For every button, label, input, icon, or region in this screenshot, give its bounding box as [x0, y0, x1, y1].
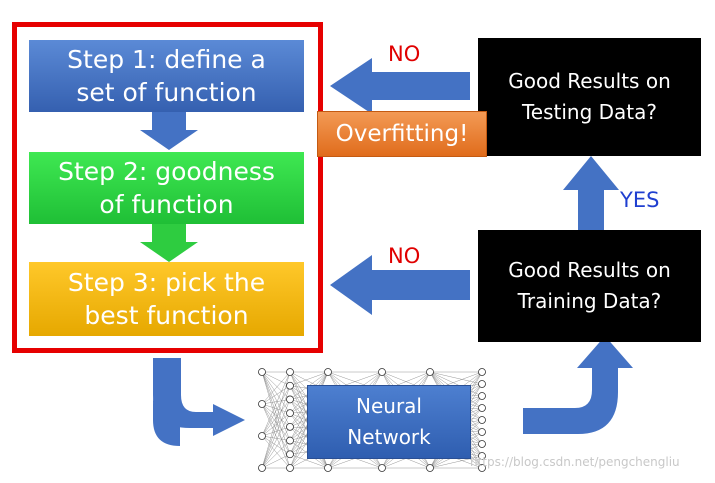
network-edge: [261, 412, 291, 437]
network-edge: [261, 385, 291, 437]
training-data-box: Good Results on Training Data?: [478, 230, 701, 342]
network-edge: [261, 413, 291, 469]
step1-label: Step 1: define a set of function: [67, 45, 266, 107]
network-node: [478, 368, 486, 376]
network-edge: [429, 371, 483, 385]
network-edge: [261, 371, 291, 455]
step3-label: Step 3: pick the best function: [67, 268, 266, 330]
arrow-step1-to-step2: [140, 112, 198, 150]
testing-data-label: Good Results on Testing Data?: [508, 69, 671, 124]
watermark: https://blog.csdn.net/pengchengliu: [470, 455, 680, 469]
network-node: [478, 404, 486, 412]
network-node: [286, 450, 294, 459]
neural-network-box: Neural Network: [307, 385, 471, 459]
network-edge: [261, 403, 291, 414]
network-edge: [261, 371, 291, 427]
step2-box: Step 2: goodness of function: [29, 152, 304, 224]
network-node: [378, 368, 386, 376]
network-node: [258, 464, 266, 472]
network-node: [426, 368, 434, 376]
network-edge: [261, 403, 291, 428]
neural-network-label: Neural Network: [347, 394, 431, 449]
network-edge: [261, 399, 291, 437]
no-label-top: NO: [388, 42, 421, 66]
steps-highlight-frame: [12, 22, 323, 353]
network-edge: [261, 371, 291, 437]
network-edge: [289, 454, 329, 469]
network-node: [286, 436, 294, 445]
network-node: [478, 392, 486, 400]
network-edge: [261, 371, 291, 414]
network-edge: [261, 403, 291, 469]
network-edge: [261, 426, 291, 437]
step3-box: Step 3: pick the best function: [29, 262, 304, 336]
network-node: [286, 422, 294, 431]
network-edge: [261, 435, 291, 469]
network-node: [478, 440, 486, 448]
step1-box: Step 1: define a set of function: [29, 40, 304, 112]
network-edge: [261, 426, 291, 469]
network-edge: [261, 454, 291, 469]
network-node: [286, 395, 294, 404]
yes-label: YES: [620, 188, 660, 212]
network-edge: [261, 403, 291, 441]
network-node: [324, 368, 332, 376]
network-node: [258, 432, 266, 440]
network-edge: [261, 440, 291, 469]
arrow-no-bottom: [330, 255, 470, 315]
training-data-label: Good Results on Training Data?: [508, 258, 671, 313]
network-edge: [261, 371, 291, 400]
network-edge: [261, 371, 291, 469]
network-node: [286, 464, 294, 472]
network-node: [286, 381, 294, 390]
network-edge: [261, 371, 291, 405]
testing-data-box: Good Results on Testing Data?: [478, 38, 701, 156]
network-edge: [261, 403, 291, 455]
network-node: [478, 452, 486, 460]
no-label-bottom: NO: [388, 244, 421, 268]
overfitting-badge: Overfitting!: [317, 111, 487, 157]
network-edge: [261, 435, 291, 441]
overfitting-label: Overfitting!: [335, 121, 469, 147]
network-edge: [261, 385, 291, 469]
network-node: [426, 464, 434, 472]
network-node: [478, 464, 486, 472]
network-edge: [261, 435, 291, 455]
network-edge: [261, 371, 291, 386]
network-edge: [261, 385, 291, 405]
network-edge: [429, 455, 483, 469]
arrow-no-top: [330, 58, 470, 114]
arrow-network-to-training: [523, 336, 633, 434]
network-node: [324, 464, 332, 472]
network-node: [378, 464, 386, 472]
network-edge: [429, 371, 483, 397]
step2-label: Step 2: goodness of function: [58, 157, 275, 219]
network-node: [478, 416, 486, 424]
network-node: [258, 368, 266, 376]
network-node: [286, 368, 294, 376]
network-node: [478, 380, 486, 388]
network-edge: [261, 371, 291, 441]
network-node: [258, 400, 266, 408]
network-node: [286, 409, 294, 418]
network-edge: [261, 399, 291, 405]
network-node: [478, 428, 486, 436]
network-edge: [289, 371, 329, 386]
arrow-yes: [563, 156, 619, 230]
network-edge: [261, 399, 291, 469]
arrow-step2-to-step3: [140, 224, 198, 262]
